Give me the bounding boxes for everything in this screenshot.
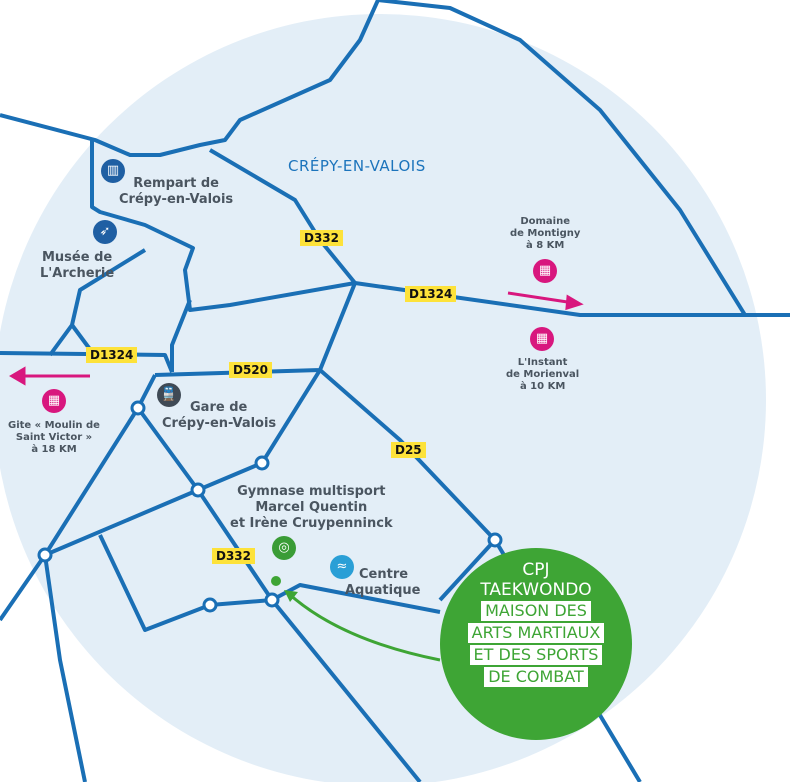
city-area bbox=[0, 14, 766, 782]
poi-label: Crépy-en-Valois bbox=[119, 192, 234, 207]
bow-icon[interactable]: ➶ bbox=[93, 220, 117, 244]
tower-icon[interactable]: ▥ bbox=[101, 159, 125, 183]
road bbox=[0, 374, 157, 622]
pointer-arrow bbox=[286, 591, 441, 662]
city-name: CRÉPY-EN-VALOIS bbox=[288, 157, 426, 175]
poi-label: Crépy-en-Valois bbox=[162, 416, 277, 431]
poi-label: à 18 KM bbox=[31, 444, 77, 455]
poi-label: de Morienval bbox=[506, 369, 580, 380]
club-badge[interactable]: CPJ TAEKWONDO MAISON DES ARTS MARTIAUX E… bbox=[440, 548, 632, 740]
junction bbox=[130, 400, 146, 416]
junction bbox=[487, 532, 503, 548]
poi-label: L'Instant bbox=[517, 357, 568, 368]
road bbox=[271, 583, 441, 614]
poi-label: Gare de bbox=[190, 400, 248, 415]
poi-label: Aquatique bbox=[345, 583, 421, 598]
badge-title: TAEKWONDO bbox=[480, 580, 592, 600]
road-label: D1324 bbox=[86, 347, 138, 363]
badge-subtitle: ET DES SPORTS bbox=[469, 645, 603, 665]
train-icon[interactable]: 🚆 bbox=[157, 383, 181, 407]
road bbox=[260, 368, 322, 465]
road bbox=[208, 148, 357, 285]
badge-title: CPJ bbox=[522, 560, 550, 580]
road-label: D25 bbox=[391, 442, 426, 458]
poi-label: Gymnase multisport bbox=[237, 484, 386, 499]
junction bbox=[202, 597, 218, 613]
arrow-east-head bbox=[565, 294, 584, 311]
poi-label: Musée de bbox=[41, 250, 113, 265]
poi-label: à 10 KM bbox=[519, 381, 566, 392]
poi-label: de Montigny bbox=[510, 228, 581, 239]
road-label: D332 bbox=[300, 230, 344, 246]
stadium-icon[interactable]: ◎ bbox=[272, 536, 296, 560]
hotel-icon[interactable]: ▦ bbox=[533, 259, 557, 283]
road-label: D332 bbox=[212, 548, 256, 564]
road bbox=[136, 406, 422, 782]
poi-label: Domaine bbox=[520, 216, 571, 227]
badge-subtitle: MAISON DES bbox=[481, 601, 591, 621]
poi-label: L'Archerie bbox=[40, 266, 115, 281]
road bbox=[0, 0, 380, 157]
junction bbox=[254, 455, 270, 471]
arrow-head bbox=[284, 590, 298, 602]
hotel-icon[interactable]: ▦ bbox=[42, 389, 66, 413]
location-dot bbox=[271, 576, 281, 586]
road-d1324-west bbox=[0, 351, 174, 373]
poi-label: Centre bbox=[359, 567, 409, 582]
road bbox=[377, 0, 747, 317]
arrow-west-head bbox=[9, 366, 26, 386]
hotel-icon[interactable]: ▦ bbox=[530, 327, 554, 351]
badge-subtitle: DE COMBAT bbox=[484, 667, 588, 687]
road bbox=[98, 534, 273, 632]
poi-label: à 8 KM bbox=[526, 240, 565, 251]
swimmer-icon[interactable]: ≈ bbox=[330, 555, 354, 579]
poi-label: Rempart de bbox=[133, 176, 219, 191]
road bbox=[48, 248, 147, 357]
road-label: D1324 bbox=[405, 286, 457, 302]
badge-subtitle: ARTS MARTIAUX bbox=[467, 623, 605, 643]
poi-label: Marcel Quentin bbox=[255, 500, 368, 515]
arrow-east-icon bbox=[507, 291, 575, 305]
road bbox=[438, 538, 497, 602]
junction bbox=[190, 482, 206, 498]
junction bbox=[264, 592, 280, 608]
road bbox=[90, 140, 356, 312]
road bbox=[170, 299, 192, 372]
road bbox=[43, 554, 87, 782]
junction bbox=[37, 547, 53, 563]
poi-label: et Irène Cruypenninck bbox=[230, 516, 393, 531]
road-label: D520 bbox=[229, 362, 273, 378]
poi-label: Gite « Moulin de bbox=[8, 420, 100, 431]
poi-label: Saint Victor » bbox=[15, 432, 93, 443]
